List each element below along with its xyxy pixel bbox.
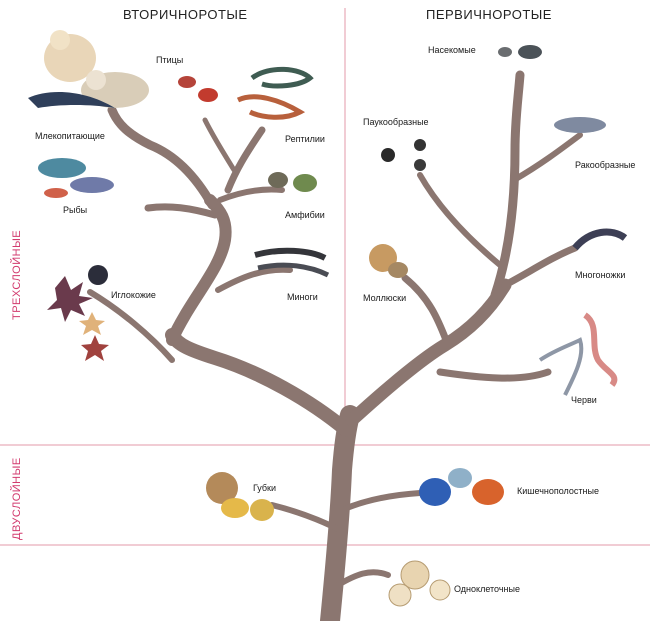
label-diploblastic: ДВУСЛОЙНЫЕ bbox=[11, 457, 23, 540]
fish-illustration-2 bbox=[70, 177, 114, 193]
snake-illustration-2 bbox=[236, 94, 306, 120]
label-crustaceans: Ракообразные bbox=[575, 160, 636, 170]
label-insects: Насекомые bbox=[428, 45, 476, 55]
heading-protostomes: ПЕРВИЧНОРОТЫЕ bbox=[426, 7, 552, 22]
organism-illustrations bbox=[28, 30, 628, 607]
lamprey-illustration-2 bbox=[257, 262, 330, 278]
label-sponges: Губки bbox=[253, 483, 276, 493]
earthworm-illustration bbox=[583, 312, 618, 387]
fly-illustration bbox=[498, 47, 512, 57]
label-molluscs: Моллюски bbox=[363, 293, 407, 303]
spider-illustration-2 bbox=[414, 139, 426, 151]
coral-illustration bbox=[472, 479, 504, 505]
sponge-illustration-2 bbox=[221, 498, 249, 518]
branch-protozoa bbox=[335, 569, 391, 588]
branch-arachnids bbox=[417, 172, 503, 268]
label-protozoa: Одноклеточные bbox=[454, 584, 520, 594]
branch-amphibians bbox=[217, 186, 285, 203]
limb-deuterostomes bbox=[165, 328, 353, 437]
shell-illustration bbox=[388, 262, 408, 278]
branch-birds bbox=[202, 117, 237, 173]
sponge-illustration-1 bbox=[206, 472, 238, 504]
fish-illustration-1 bbox=[38, 158, 86, 178]
branch-crustaceans bbox=[511, 132, 583, 183]
label-arachnids: Паукообразные bbox=[363, 117, 429, 127]
crayfish-illustration bbox=[554, 117, 606, 133]
branch-upper-left bbox=[107, 105, 217, 210]
bird-illustration-2 bbox=[198, 88, 218, 102]
label-birds: Птицы bbox=[156, 55, 184, 65]
label-fish: Рыбы bbox=[63, 205, 88, 215]
lamprey-illustration-1 bbox=[254, 247, 327, 261]
label-millipedes: Многоножки bbox=[575, 270, 626, 280]
polychaete-illustration bbox=[538, 337, 584, 396]
jellyfish-illustration-1 bbox=[419, 478, 451, 506]
protozoa-illustration-1 bbox=[400, 560, 430, 590]
bird-illustration-1 bbox=[178, 76, 196, 88]
spider-illustration-1 bbox=[381, 148, 395, 162]
label-echinoderms: Иглокожие bbox=[111, 290, 156, 300]
label-triploblastic: ТРЕХСЛОЙНЫЕ bbox=[11, 229, 23, 320]
protozoa-illustration-2 bbox=[388, 583, 412, 607]
label-amphibians: Амфибии bbox=[285, 210, 325, 220]
jellyfish-illustration-2 bbox=[448, 468, 472, 488]
frog-illustration-1 bbox=[268, 172, 288, 188]
protozoa-illustration-3 bbox=[429, 579, 451, 601]
label-reptiles: Рептилии bbox=[285, 134, 325, 144]
label-mammals: Млекопитающие bbox=[35, 131, 105, 141]
frog-illustration-2 bbox=[293, 174, 317, 192]
branch-main-left bbox=[166, 194, 232, 346]
beetle-illustration bbox=[518, 45, 542, 59]
branch-molluscs bbox=[401, 274, 452, 349]
branch-worms bbox=[436, 368, 552, 382]
sponge-illustration-3 bbox=[250, 499, 274, 521]
fish-illustration-3 bbox=[44, 188, 68, 198]
starfish-illustration-1 bbox=[79, 312, 105, 335]
label-cnidarians: Кишечнополостные bbox=[517, 486, 599, 496]
tree-branches bbox=[87, 70, 583, 621]
sea-urchin-illustration bbox=[47, 276, 93, 322]
millipede-illustration bbox=[572, 228, 628, 251]
label-lampreys: Миноги bbox=[287, 292, 318, 302]
label-worms: Черви bbox=[571, 395, 597, 405]
branch-millipedes bbox=[501, 244, 579, 289]
branch-fish bbox=[144, 203, 219, 219]
spider-illustration-3 bbox=[414, 159, 426, 171]
sea-urchin-illustration-2 bbox=[88, 265, 108, 285]
branch-sponges bbox=[269, 502, 343, 533]
branch-reptiles bbox=[224, 126, 266, 194]
branch-lampreys bbox=[215, 266, 293, 293]
dolphin-illustration bbox=[28, 92, 115, 108]
branch-cnidarians bbox=[339, 490, 423, 513]
trunk bbox=[320, 405, 360, 621]
heading-deuterostomes: ВТОРИЧНОРОТЫЕ bbox=[123, 7, 248, 22]
branch-right-main bbox=[490, 70, 525, 300]
snake-illustration-1 bbox=[250, 66, 314, 89]
branch-echinoderms bbox=[87, 289, 175, 363]
snail-illustration bbox=[369, 244, 397, 272]
starfish-illustration-2 bbox=[81, 335, 109, 361]
